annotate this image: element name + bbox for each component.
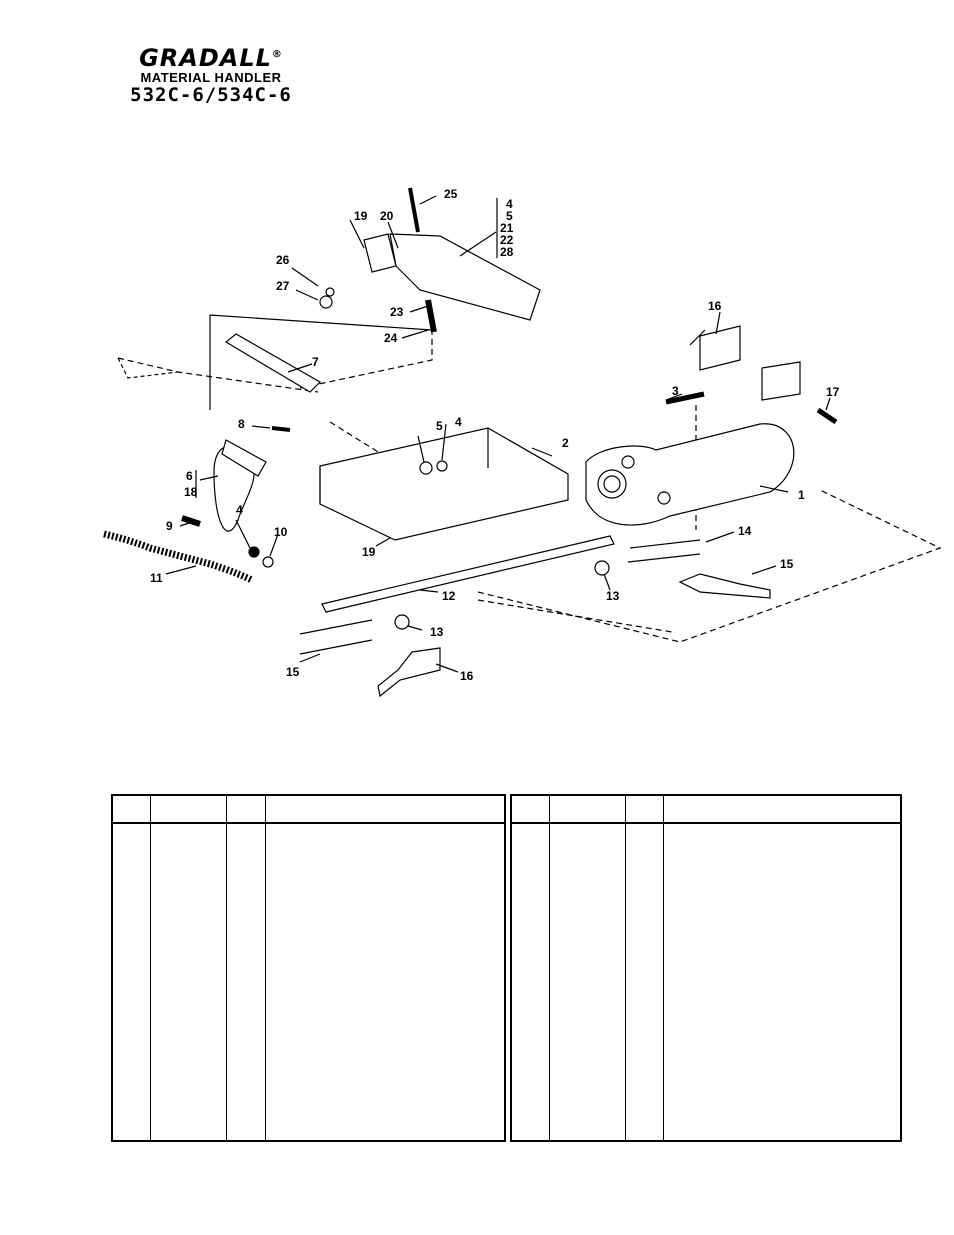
washer-4-left — [248, 546, 260, 558]
callout-26: 26 — [276, 253, 290, 267]
exploded-parts-diagram: 1 2 3 4 5 6 7 8 9 10 11 12 13 14 15 16 1… — [0, 170, 954, 710]
column-part-number — [151, 796, 227, 822]
frame-outline-lower — [477, 489, 942, 643]
callout-16-lower: 16 — [460, 669, 474, 683]
nut-10 — [262, 556, 274, 568]
callout-28: 28 — [500, 245, 514, 259]
cell-item — [113, 824, 151, 1140]
block-16-side — [761, 361, 801, 401]
screw-9 — [181, 515, 201, 527]
clevis-14 — [627, 539, 701, 563]
parts-table-left — [111, 794, 506, 1142]
nut-13-right — [594, 560, 610, 576]
column-quantity — [626, 796, 664, 822]
callout-19-top: 19 — [354, 209, 368, 223]
nut-27 — [319, 295, 333, 309]
callout-4-left: 4 — [236, 503, 243, 517]
callout-2: 2 — [562, 436, 569, 450]
rod-7 — [224, 333, 321, 393]
frame-outline-lower-2 — [477, 599, 673, 633]
callout-14: 14 — [738, 524, 752, 538]
callout-7: 7 — [312, 355, 319, 369]
brand-header: GRADALL® MATERIAL HANDLER 532C-6/534C-6 — [116, 42, 306, 105]
callout-24: 24 — [384, 331, 398, 345]
spring-11 — [103, 530, 254, 584]
cell-description — [266, 824, 504, 1140]
callout-8: 8 — [238, 417, 245, 431]
clevis-15-lower — [299, 619, 373, 655]
column-description — [664, 796, 900, 822]
callout-22: 22 — [500, 233, 514, 247]
callout-16: 16 — [708, 299, 722, 313]
callout-15: 15 — [780, 557, 794, 571]
handle-15-right — [678, 573, 771, 599]
column-description — [266, 796, 504, 822]
column-item — [512, 796, 550, 822]
callout-4-group: 4 — [506, 197, 513, 211]
bolt-24 — [425, 299, 437, 333]
cell-description — [664, 824, 900, 1140]
callout-9: 9 — [166, 519, 173, 533]
callout-18: 18 — [184, 485, 198, 499]
handle-16-lower — [377, 647, 441, 698]
cell-part-number — [550, 824, 626, 1140]
callout-19: 19 — [362, 545, 376, 559]
callout-5: 5 — [436, 419, 443, 433]
parts-table-body — [512, 824, 900, 1140]
pedal-top — [389, 233, 541, 321]
column-item — [113, 796, 151, 822]
parts-table-header — [113, 796, 504, 824]
washer-4 — [436, 460, 448, 472]
callout-6: 6 — [186, 469, 193, 483]
column-quantity — [227, 796, 266, 822]
callout-13: 13 — [606, 589, 620, 603]
callout-13-lower: 13 — [430, 625, 444, 639]
brand-subtitle: MATERIAL HANDLER — [140, 70, 282, 85]
block-16-upper — [699, 325, 741, 371]
callout-21: 21 — [500, 221, 514, 235]
cell-part-number — [151, 824, 227, 1140]
cell-quantity — [227, 824, 266, 1140]
callout-3: 3 — [672, 384, 679, 398]
callout-20: 20 — [380, 209, 394, 223]
registered-mark: ® — [271, 49, 283, 60]
parts-table-header — [512, 796, 900, 824]
callout-4: 4 — [455, 415, 462, 429]
callout-1: 1 — [798, 488, 805, 502]
callout-17: 17 — [826, 385, 840, 399]
valve-1 — [585, 423, 795, 526]
bracket-19-top — [363, 233, 397, 273]
washer-26 — [325, 287, 335, 297]
column-part-number — [550, 796, 626, 822]
cell-item — [512, 824, 550, 1140]
parts-table-body — [113, 824, 504, 1140]
nut-5 — [419, 461, 433, 475]
callout-25: 25 — [444, 187, 458, 201]
screw-25 — [408, 187, 420, 233]
screw-17 — [816, 407, 838, 425]
callout-23: 23 — [390, 305, 404, 319]
bolt-3 — [665, 391, 705, 405]
callout-27: 27 — [276, 279, 290, 293]
callout-5-group: 5 — [506, 209, 513, 223]
callout-11: 11 — [150, 571, 163, 585]
callout-12: 12 — [442, 589, 456, 603]
rod-12 — [321, 535, 615, 613]
screw-8 — [271, 426, 291, 432]
callout-10: 10 — [274, 525, 288, 539]
callout-15-lower: 15 — [286, 665, 300, 679]
nut-13-lower — [394, 614, 410, 630]
brand-logo: GRADALL® — [139, 44, 283, 72]
parts-table-right — [510, 794, 902, 1142]
cell-quantity — [626, 824, 664, 1140]
model-number: 532C-6/534C-6 — [130, 84, 292, 106]
